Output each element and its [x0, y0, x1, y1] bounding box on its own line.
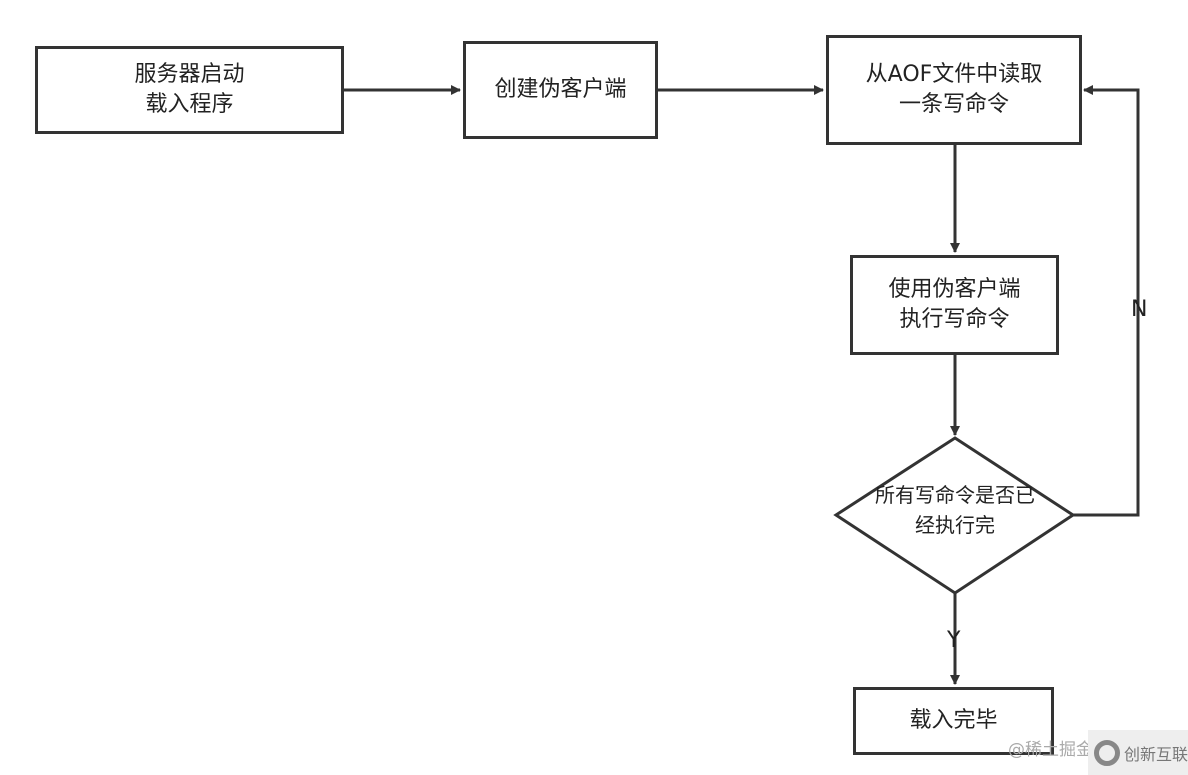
node-create-client: 创建伪客户端: [463, 41, 658, 139]
node-read-command: 从AOF文件中读取 一条写命令: [826, 35, 1082, 145]
no-label: N: [1131, 297, 1148, 322]
arrow-decision-no-loop: [1073, 85, 1140, 517]
yes-label: Y: [947, 628, 961, 653]
node-start: 服务器启动 载入程序: [35, 46, 344, 134]
node-execute: 使用伪客户端 执行写命令: [850, 255, 1059, 355]
node-decision-text: 所有写命令是否已 经执行完: [875, 483, 1035, 537]
watermark-logo: 创新互联: [1088, 730, 1188, 775]
logo-text: 创新互联: [1124, 744, 1188, 764]
node-done: 载入完毕: [853, 687, 1054, 755]
logo-icon: [1094, 739, 1120, 766]
decision-diamond: [833, 436, 1076, 595]
watermark-source: @稀土掘金: [1008, 740, 1093, 760]
